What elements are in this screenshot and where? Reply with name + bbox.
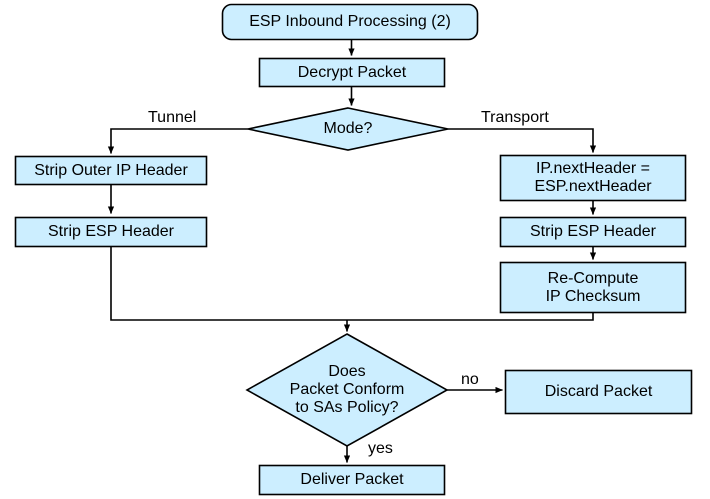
node-strip-esp-header-tunnel-shape[interactable] — [14, 216, 208, 248]
edge-transport-merge — [347, 313, 594, 321]
node-ip-next-header-shape[interactable] — [499, 154, 687, 202]
edges-group — [107, 40, 597, 463]
node-strip-outer-ip-header-shape[interactable] — [14, 155, 208, 186]
node-decrypt-packet-shape[interactable] — [258, 57, 446, 88]
node-mode-decision-shape[interactable] — [247, 107, 449, 151]
node-strip-esp-header-transport-shape[interactable] — [499, 216, 687, 248]
edge-tunnel-merge — [110, 247, 347, 321]
node-start-shape[interactable] — [221, 3, 479, 41]
node-policy-decision-shape[interactable] — [245, 333, 449, 447]
edge-mode-to-transport — [448, 128, 597, 153]
edge-mode-to-tunnel — [107, 128, 248, 154]
node-deliver-packet-shape[interactable] — [258, 464, 446, 496]
node-discard-packet-shape[interactable] — [504, 369, 693, 415]
node-recompute-checksum-shape[interactable] — [499, 261, 687, 314]
